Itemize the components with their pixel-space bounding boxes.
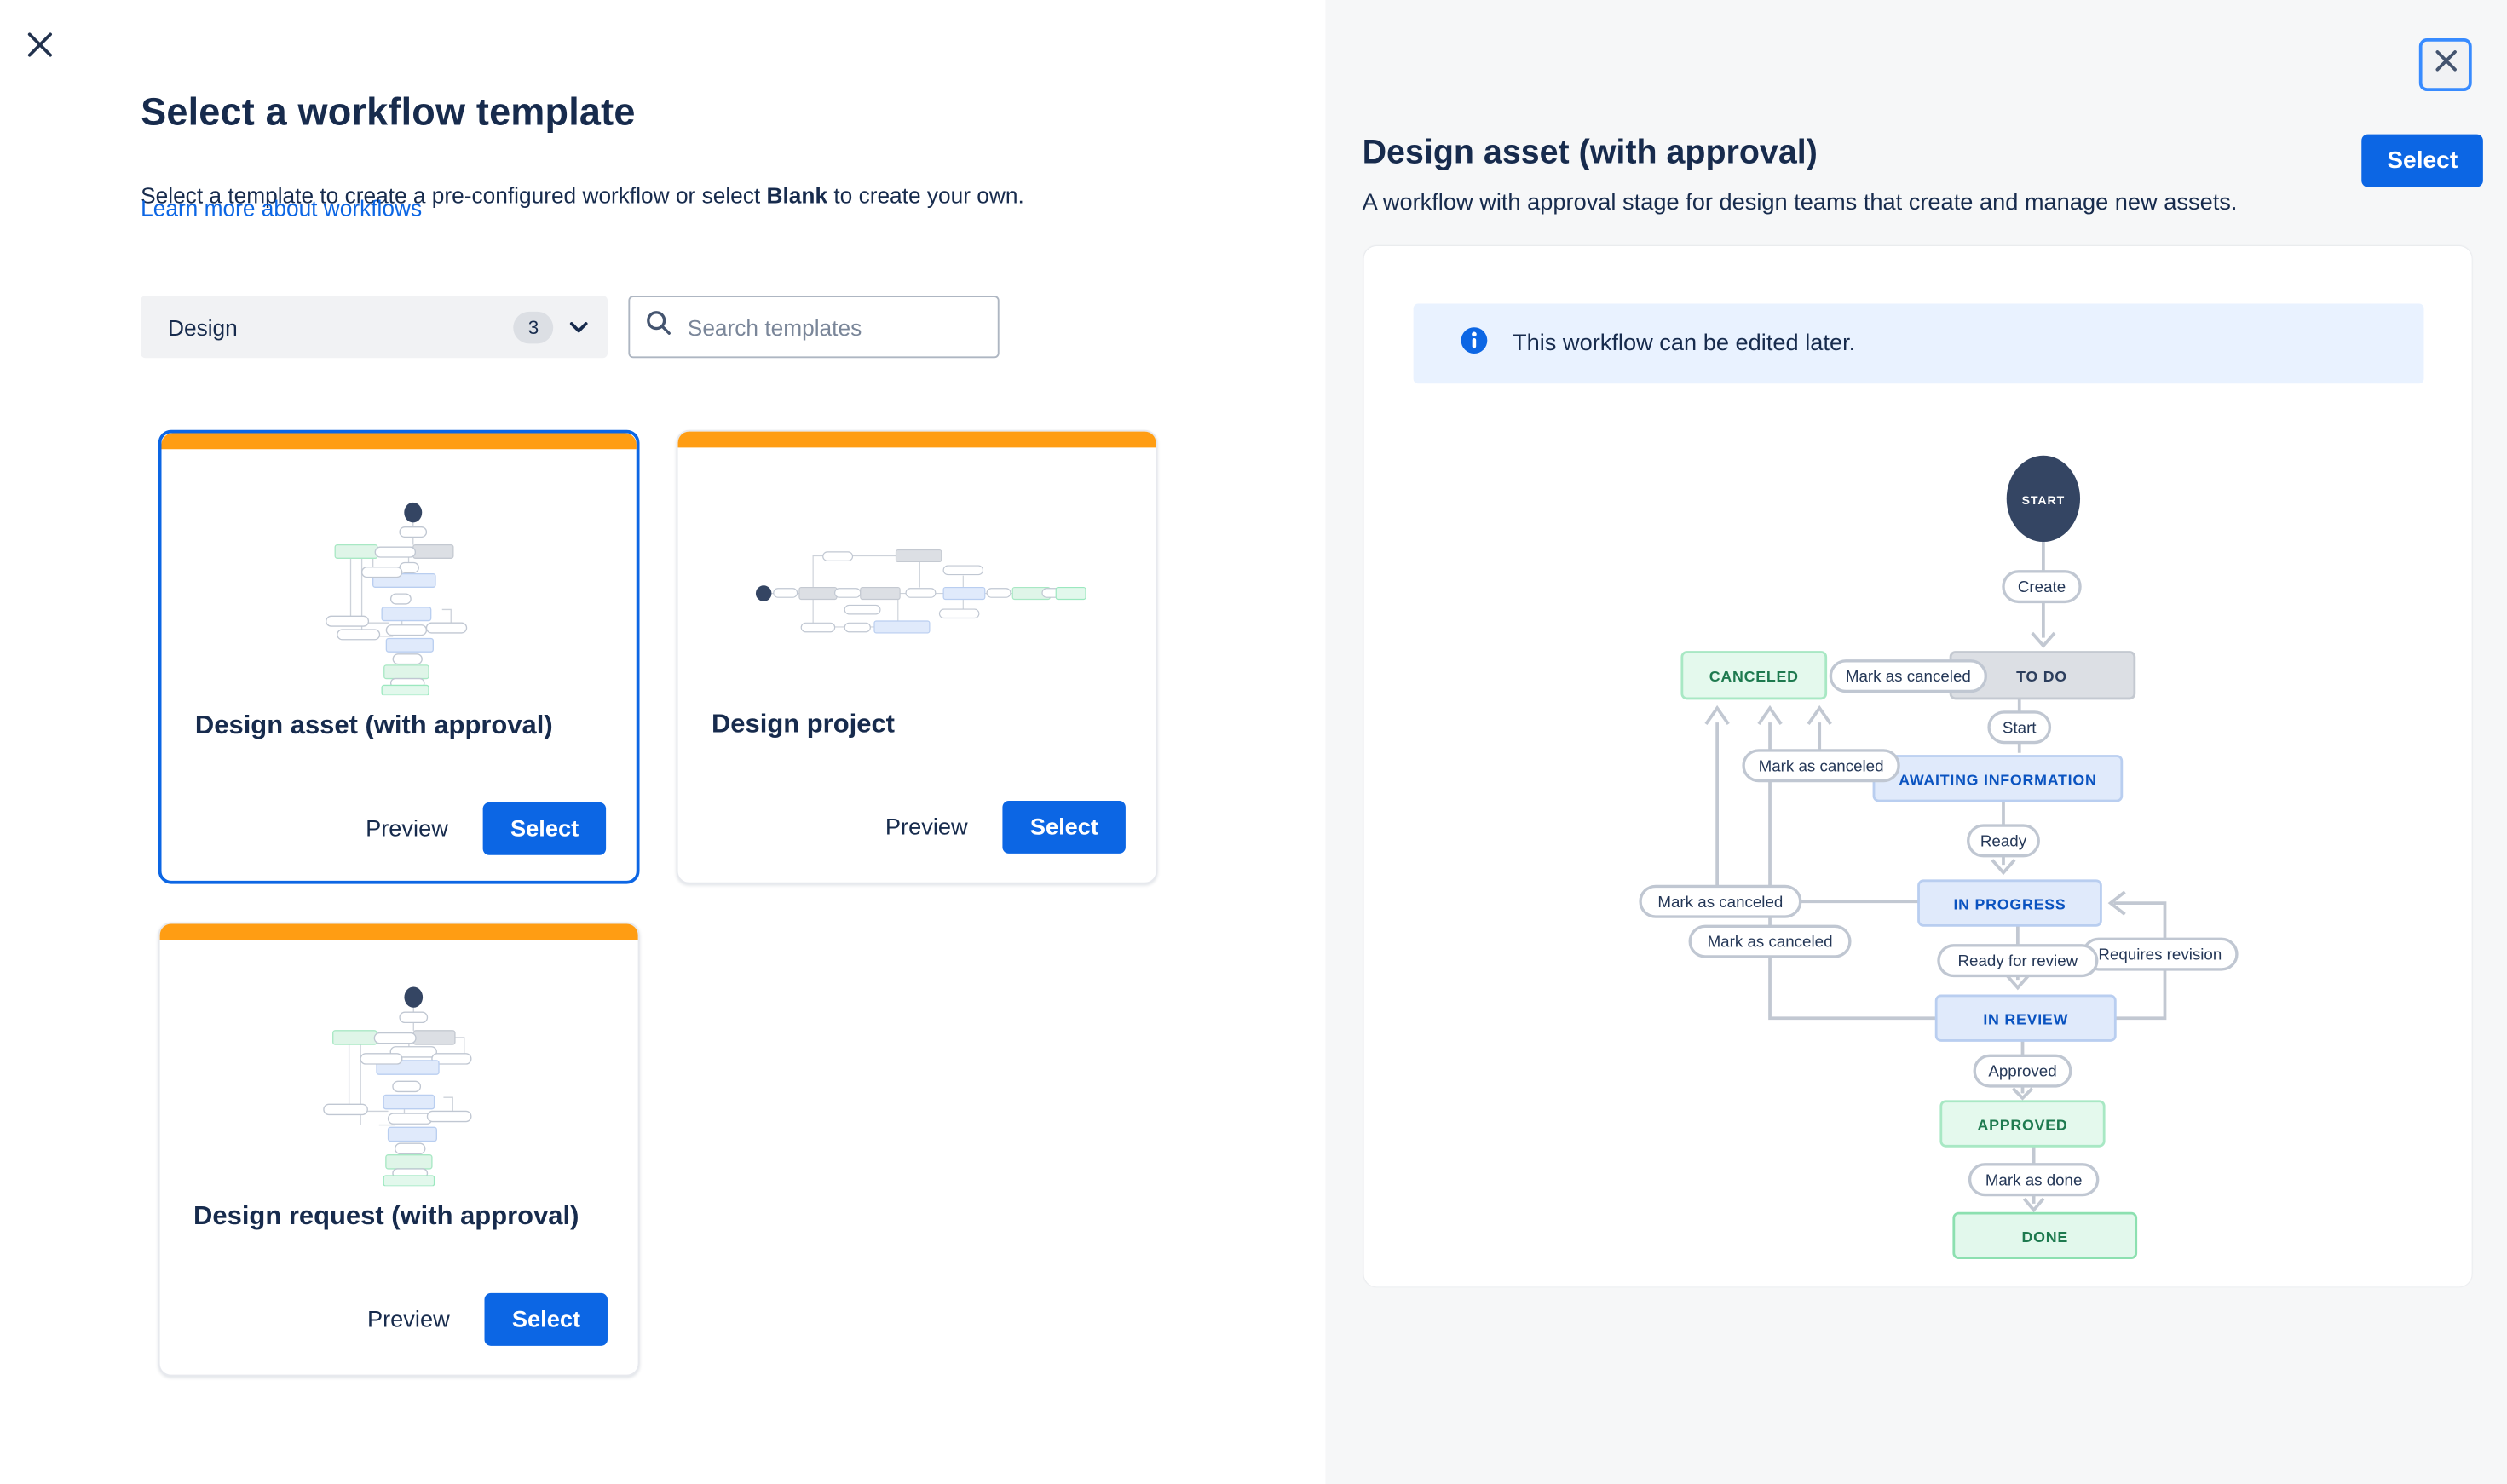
preview-title: Design asset (with approval)	[1362, 134, 1818, 171]
svg-text:TO DO: TO DO	[2016, 668, 2067, 685]
diagram-transition-mark-as-canceled-awaiting: Mark as canceled	[1742, 749, 1900, 783]
template-thumbnail-illustration	[678, 531, 1156, 653]
diagram-transition-start: Start	[1987, 710, 2052, 745]
select-template-button[interactable]: Select	[2361, 134, 2484, 187]
select-button[interactable]: Select	[1002, 801, 1126, 854]
svg-text:Mark as done: Mark as done	[1985, 1171, 2083, 1188]
card-title: Design project	[711, 710, 895, 739]
card-accent-bar	[159, 923, 638, 940]
info-icon	[1460, 325, 1489, 362]
card-accent-bar	[161, 433, 637, 450]
preview-button[interactable]: Preview	[366, 815, 448, 842]
card-title: Design request (with approval)	[193, 1201, 579, 1231]
category-dropdown[interactable]: Design 3	[141, 296, 608, 359]
svg-text:Approved: Approved	[1988, 1062, 2056, 1080]
svg-text:Requires revision: Requires revision	[2098, 946, 2222, 963]
learn-more-link[interactable]: Learn more about workflows	[141, 194, 423, 221]
svg-text:AWAITING INFORMATION: AWAITING INFORMATION	[1899, 771, 2096, 788]
diagram-transition-ready-for-review: Ready for review	[1937, 944, 2099, 978]
template-card-design-request[interactable]: Design request (with approval) Preview S…	[158, 922, 640, 1377]
svg-text:Ready: Ready	[1980, 831, 2027, 849]
diagram-node-start: START	[2006, 455, 2081, 543]
diagram-transition-approved: Approved	[1973, 1054, 2072, 1088]
svg-text:Start: Start	[2003, 718, 2037, 736]
template-picker-pane: Select a workflow template Select a temp…	[20, 26, 1158, 1377]
diagram-transition-ready: Ready	[1967, 824, 2040, 858]
page-title: Select a workflow template	[141, 90, 636, 135]
diagram-status-approved: APPROVED	[1939, 1100, 2106, 1148]
template-card-design-asset[interactable]: Design asset (with approval) Preview Sel…	[158, 429, 640, 884]
svg-text:START: START	[2022, 493, 2066, 507]
diagram-transition-mark-as-canceled-in-review: Mark as canceled	[1688, 924, 1852, 958]
svg-text:Mark as canceled: Mark as canceled	[1708, 933, 1833, 951]
close-preview-button[interactable]	[2418, 38, 2472, 91]
diagram-transition-mark-as-canceled-in-progress: Mark as canceled	[1639, 884, 1802, 918]
card-title: Design asset (with approval)	[194, 710, 553, 740]
diagram-status-in-progress: IN PROGRESS	[1917, 879, 2102, 927]
svg-text:Create: Create	[2018, 578, 2066, 595]
diagram-status-todo: TO DO	[1949, 651, 2136, 700]
svg-text:Ready for review: Ready for review	[1958, 952, 2078, 969]
template-thumbnail-illustration	[162, 500, 637, 696]
close-icon[interactable]	[20, 26, 59, 64]
card-accent-bar	[677, 431, 1156, 448]
info-banner: This workflow can be edited later.	[1413, 303, 2424, 384]
select-button[interactable]: Select	[485, 1292, 608, 1346]
diagram-transition-requires-revision: Requires revision	[2082, 937, 2239, 971]
svg-text:APPROVED: APPROVED	[1978, 1117, 2068, 1134]
preview-button[interactable]: Preview	[885, 814, 968, 840]
svg-text:DONE: DONE	[2022, 1228, 2068, 1245]
preview-button[interactable]: Preview	[366, 1306, 450, 1332]
template-card-design-project[interactable]: Design project Preview Select	[676, 429, 1158, 884]
svg-text:Mark as canceled: Mark as canceled	[1759, 756, 1884, 774]
diagram-status-in-review: IN REVIEW	[1934, 994, 2117, 1042]
diagram-transition-mark-as-done: Mark as done	[1968, 1163, 2100, 1197]
search-icon	[646, 310, 671, 343]
category-count-badge: 3	[513, 310, 554, 343]
diagram-status-canceled: CANCELED	[1680, 651, 1828, 700]
svg-text:Mark as canceled: Mark as canceled	[1657, 893, 1783, 911]
close-icon	[2435, 49, 2457, 80]
category-dropdown-label: Design	[168, 313, 238, 340]
svg-text:IN PROGRESS: IN PROGRESS	[1953, 896, 2066, 913]
diagram-status-done: DONE	[1952, 1211, 2138, 1260]
svg-text:Mark as canceled: Mark as canceled	[1846, 667, 1971, 685]
search-templates-field	[628, 296, 1000, 359]
info-banner-text: This workflow can be edited later.	[1512, 331, 1856, 357]
workflow-diagram: START CANCELED TO DO AWAITING INFORMATIO…	[1639, 455, 2239, 1260]
diagram-transition-mark-as-canceled-top: Mark as canceled	[1829, 659, 1988, 693]
svg-text:CANCELED: CANCELED	[1709, 668, 1799, 685]
preview-description: A workflow with approval stage for desig…	[1362, 190, 2238, 216]
page-subtitle: Select a template to create a pre-config…	[141, 181, 1024, 208]
select-button[interactable]: Select	[483, 802, 607, 855]
template-thumbnail-illustration	[160, 985, 638, 1187]
search-input[interactable]	[684, 312, 983, 342]
chevron-down-icon	[569, 313, 589, 342]
diagram-status-awaiting-information: AWAITING INFORMATION	[1872, 755, 2124, 802]
svg-text:IN REVIEW: IN REVIEW	[1983, 1011, 2068, 1028]
diagram-transition-create: Create	[2002, 570, 2082, 604]
